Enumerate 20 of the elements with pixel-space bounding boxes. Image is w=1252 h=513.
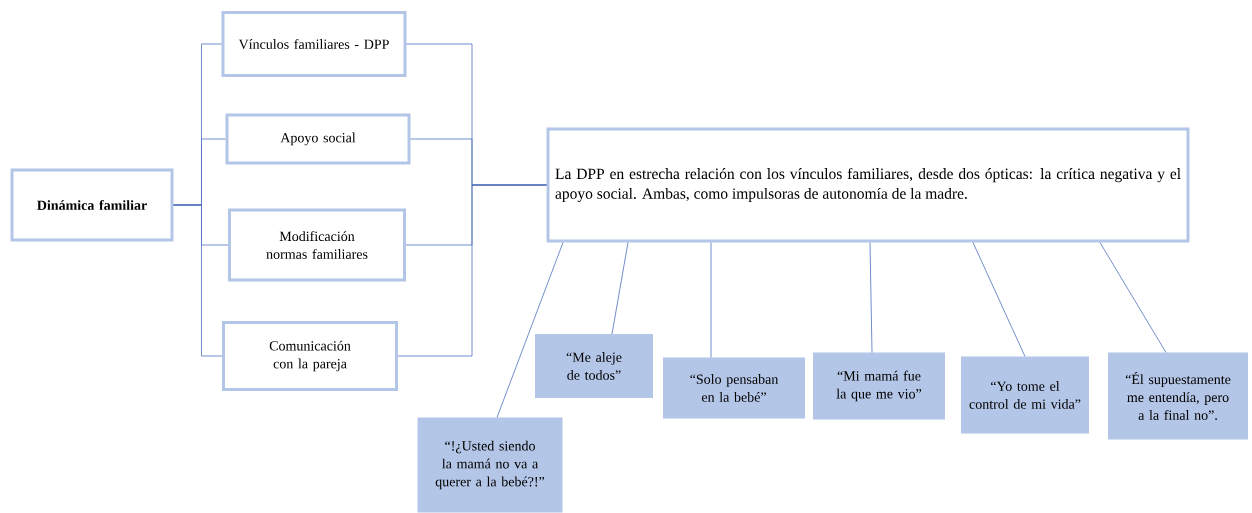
quote-box: “Solo pensaban en la bebé” [663, 357, 805, 419]
connector-line [869, 242, 873, 353]
bracket-line [173, 204, 223, 357]
connector-line [972, 242, 1026, 357]
quote-box: “Me aleje de todos” [535, 334, 653, 398]
category-box: Apoyo social [225, 113, 411, 165]
root-box: Dinámica familiar [10, 168, 174, 242]
connector-line [1099, 242, 1167, 353]
quote-box: “Yo tome el control de mi vida” [961, 356, 1089, 434]
category-box: Vínculos familiares - DPP [221, 11, 407, 77]
bracket-line [397, 184, 547, 357]
connector-line [710, 242, 712, 358]
quote-box: “Él supuestamente me entendía, pero a la final no”. [1108, 352, 1248, 440]
category-box: Comunicación con la pareja [222, 321, 398, 391]
connector-line [611, 242, 629, 335]
category-box: Modificación normas familiares [228, 208, 406, 282]
connector-line [496, 242, 564, 418]
quote-box: “Mi mamá fue la que me vio” [813, 352, 945, 420]
summary-box: La DPP en estrecha relación con los vínculos familiares, desde dos ópticas: la crítica negativa y el apoyo social. Ambas, como impulsoras de autonomía de la madre. [546, 127, 1190, 243]
quote-box: “!¿Usted siendo la mamá no va a querer a la bebé?!” [417, 417, 563, 513]
